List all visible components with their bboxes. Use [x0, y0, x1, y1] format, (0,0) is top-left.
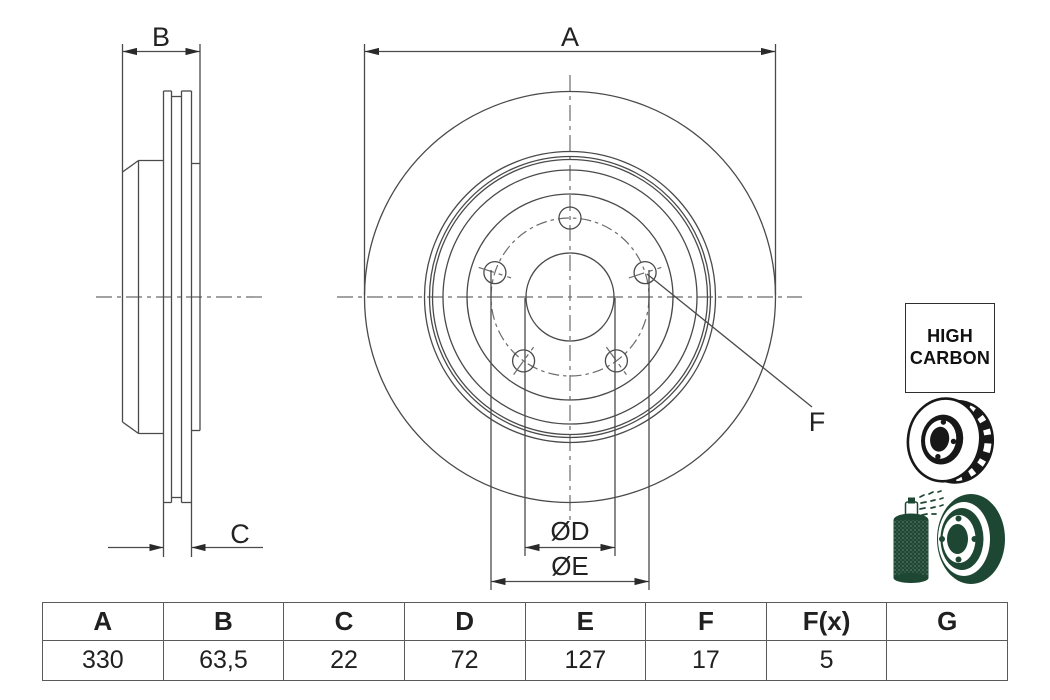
spray-coated-disc-icon	[893, 490, 1005, 584]
front-view	[337, 75, 802, 522]
spray-particles	[919, 490, 944, 516]
bolt-hole	[558, 206, 582, 230]
dimension-diameter-d: ØD	[524, 298, 616, 556]
spray-can-icon	[893, 490, 944, 583]
dim-label-diameter-d: ØD	[551, 516, 590, 546]
dim-label-f: F	[809, 407, 826, 437]
table-header-cell: E	[524, 602, 647, 641]
table-value-cell: 63,5	[162, 640, 285, 681]
table-header-cell: G	[886, 602, 1008, 641]
table-header-cell: F	[645, 602, 767, 641]
side-view	[96, 44, 263, 504]
dim-label-a: A	[561, 22, 579, 52]
high-carbon-badge-line2: CARBON	[909, 348, 991, 368]
dimension-a: A	[363, 22, 777, 295]
dimension-c: C	[108, 502, 263, 557]
dimension-diameter-e: ØE	[490, 270, 650, 590]
leader-f: F	[646, 273, 826, 437]
table-header-cell: D	[403, 602, 526, 641]
table-header-cell: A	[42, 602, 164, 641]
dimension-b: B	[122, 22, 200, 56]
hub-bore-circle	[525, 252, 615, 342]
dimension-table: A B C D E F F(x) G 330 63,5 22 72 127 17…	[42, 602, 1008, 681]
dim-label-c: C	[230, 519, 250, 549]
table-value-cell: 72	[403, 640, 526, 681]
bolt-hole	[633, 260, 657, 285]
table-value-cell: 330	[42, 640, 164, 681]
bolt-hole	[604, 349, 629, 373]
high-carbon-badge-line1: HIGH	[927, 326, 973, 347]
vented-brake-disc-icon	[906, 397, 995, 484]
dim-label-b: B	[152, 22, 170, 52]
table-header-row: A B C D E F F(x) G	[42, 602, 1008, 641]
coated-disc	[937, 494, 1005, 584]
table-value-cell: 127	[524, 640, 647, 681]
table-value-row: 330 63,5 22 72 127 17 5	[42, 640, 1008, 681]
dim-label-diameter-e: ØE	[551, 551, 589, 581]
high-carbon-badge: HIGH CARBON	[905, 303, 995, 393]
table-header-cell: B	[162, 602, 285, 641]
outer-diameter-circle	[363, 90, 777, 504]
bolt-hole	[511, 349, 536, 373]
bolt-hole	[483, 260, 507, 285]
table-header-cell: C	[283, 602, 405, 641]
table-header-cell: F(x)	[765, 602, 888, 641]
table-value-cell: 5	[765, 640, 888, 681]
table-value-cell: 17	[645, 640, 767, 681]
table-value-cell: 22	[283, 640, 405, 681]
table-value-cell	[886, 640, 1008, 681]
